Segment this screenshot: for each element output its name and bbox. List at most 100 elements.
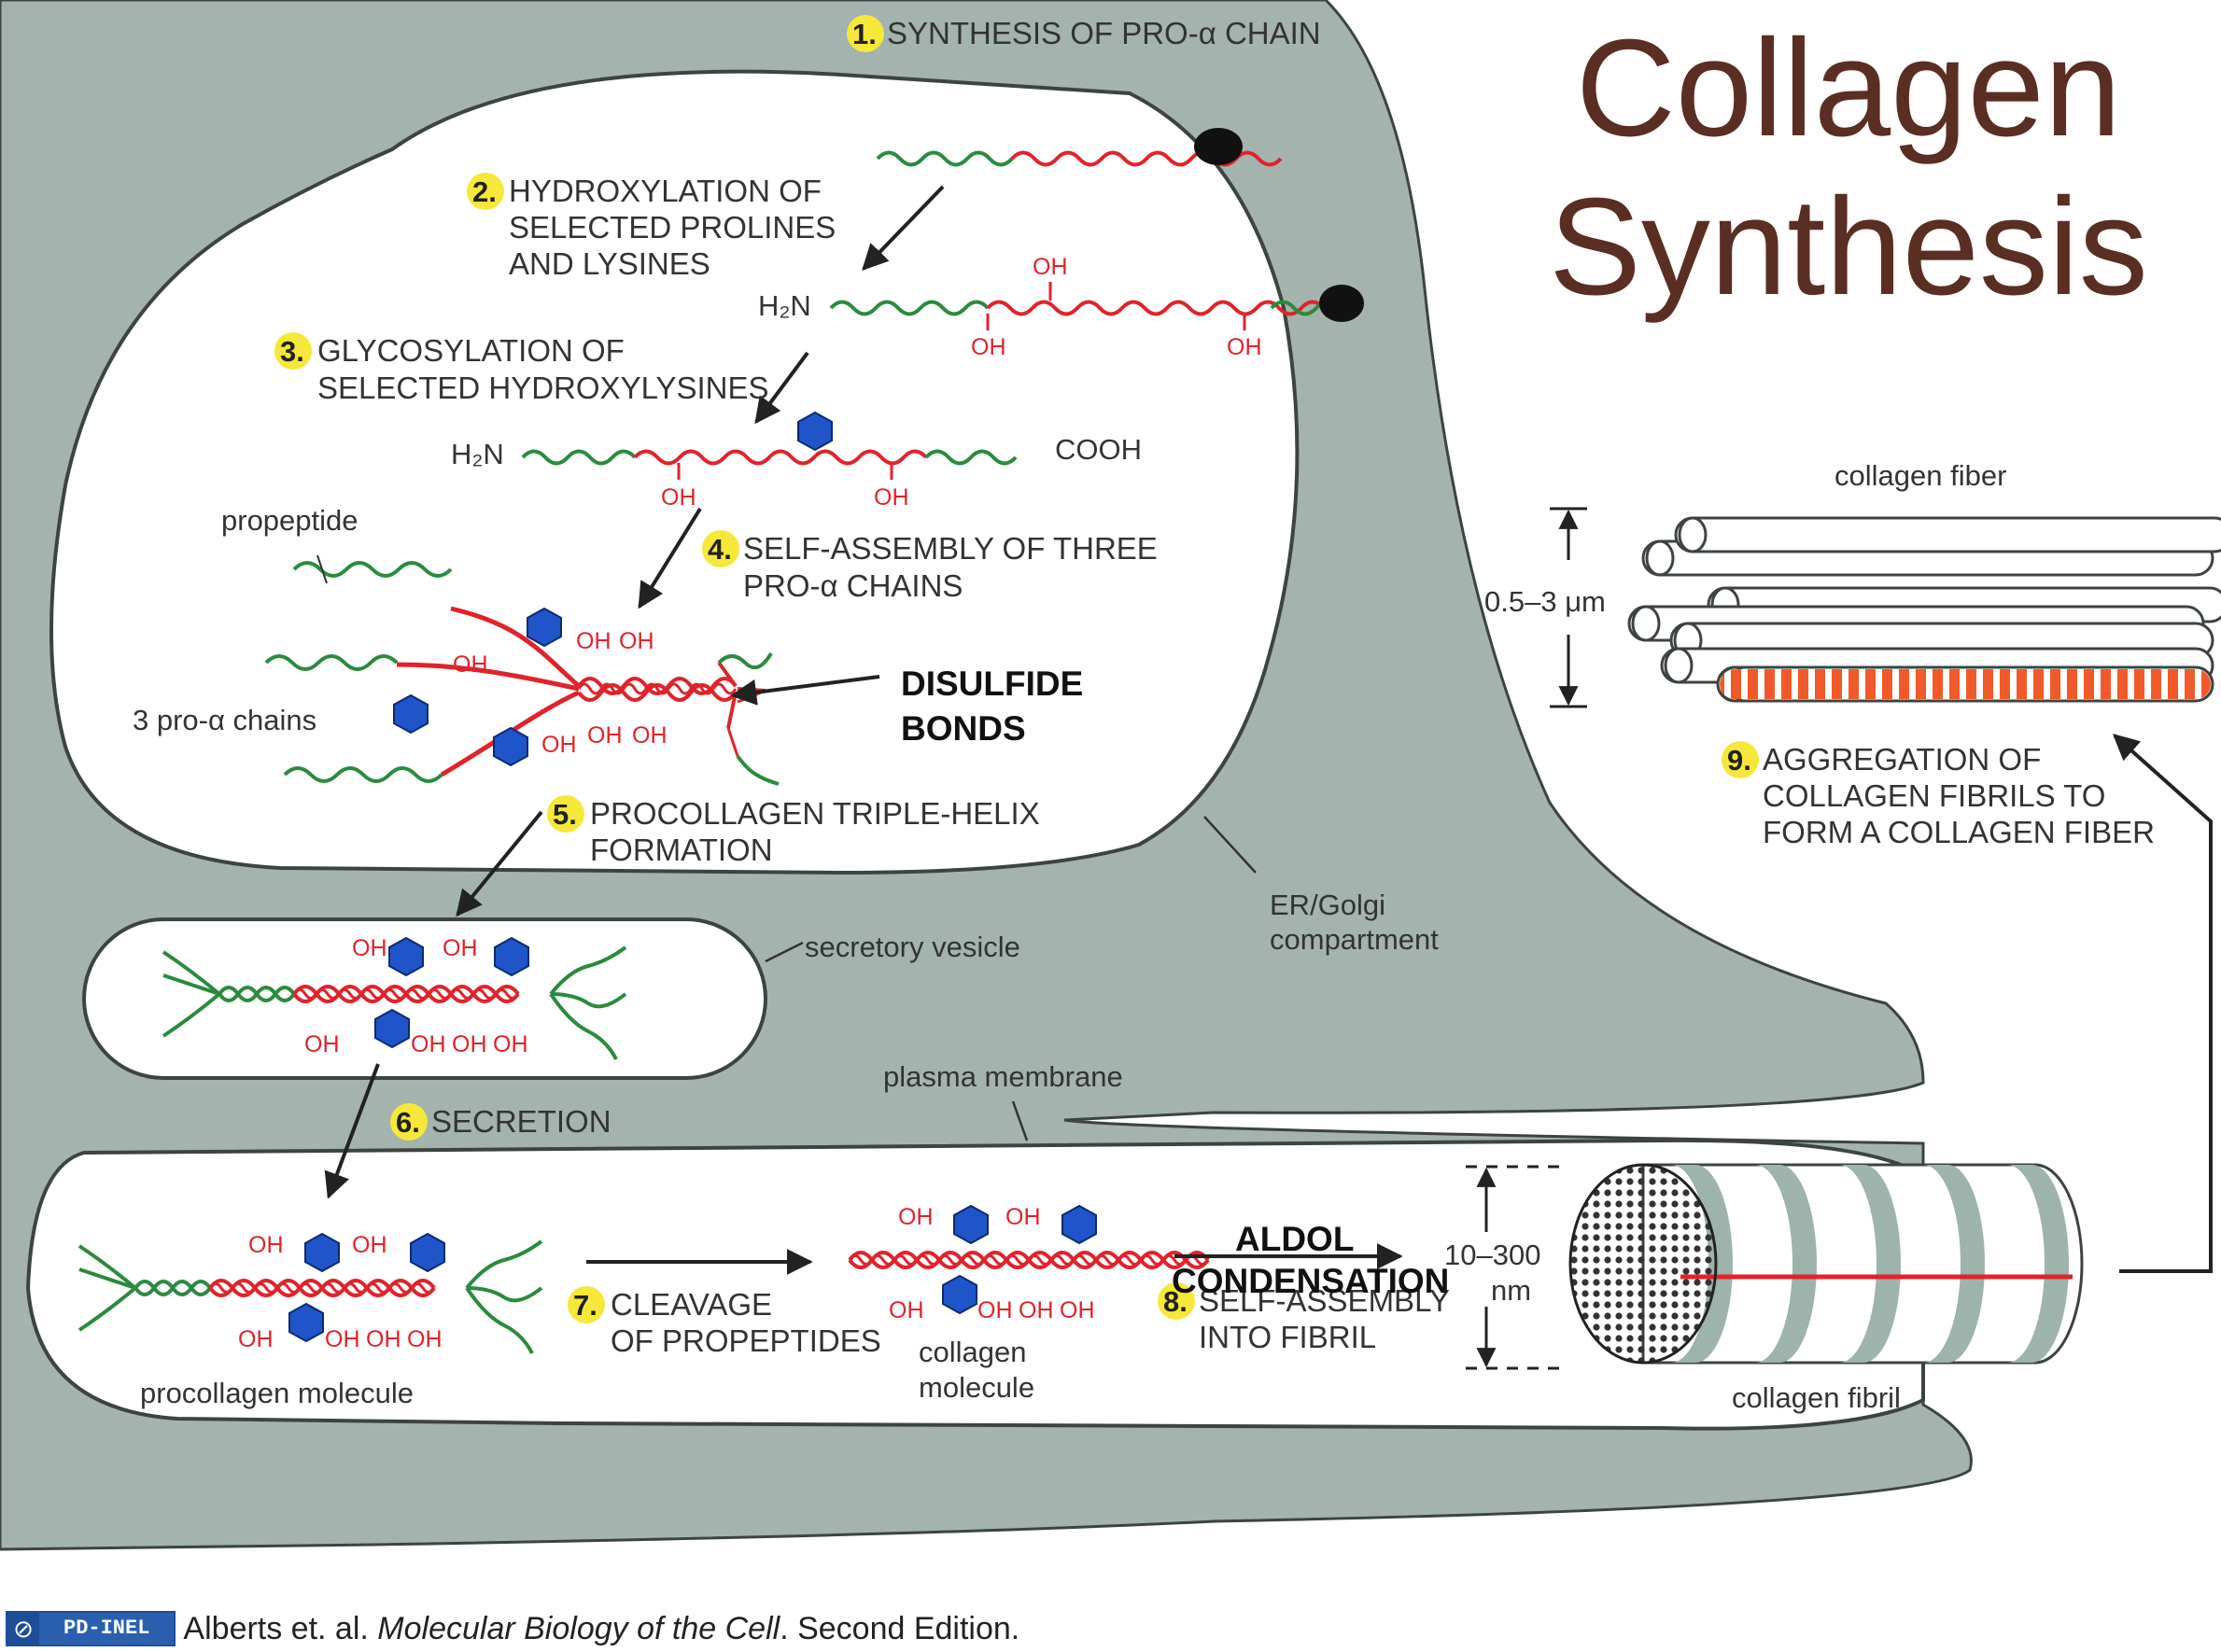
source-credit: ⊘ PD-INEL Alberts et. al. Molecular Biol…	[6, 1609, 1019, 1648]
public-domain-icon: ⊘	[7, 1613, 39, 1645]
step-text: COLLAGEN FIBRILS TO	[1763, 778, 2105, 813]
hydroxyl-label: OH	[493, 1031, 528, 1057]
disulfide-bonds-annotation: DISULFIDE	[901, 665, 1083, 703]
pro-alpha-strand	[440, 690, 581, 777]
pro-alpha-chain-propeptide-n	[876, 150, 1014, 167]
pro-alpha-strand	[396, 662, 580, 692]
collagen-molecule-label: collagen	[919, 1336, 1026, 1368]
step-number-badge	[1722, 741, 1759, 778]
step-text: SELF-ASSEMBLY	[1199, 1283, 1450, 1318]
step-text: GLYCOSYLATION OF	[317, 333, 625, 368]
pro-alpha-strand	[450, 606, 581, 688]
ribosome	[1319, 285, 1364, 322]
sugar-hexagon	[493, 726, 528, 767]
step-number-badge	[274, 332, 312, 370]
propeptide-leader	[316, 554, 328, 584]
hydroxyl-label: OH	[452, 1031, 487, 1057]
step-number: 8.	[1163, 1285, 1188, 1318]
step-text: PRO-α CHAINS	[743, 568, 963, 603]
step-text: CLEAVAGE	[611, 1287, 772, 1322]
step-number: 6.	[396, 1106, 420, 1139]
hydroxyl-label: OH	[453, 651, 488, 678]
page-bottom-strip	[0, 1559, 2221, 1652]
step-text: AGGREGATION OF	[1763, 742, 2041, 777]
disulfide-bonds-annotation: BONDS	[901, 709, 1026, 748]
aldol-condensation-annotation: ALDOL	[1235, 1220, 1354, 1258]
hydroxyl-label: OH	[889, 1297, 924, 1323]
hydroxyl-label: OH	[366, 1326, 401, 1352]
step-number: 9.	[1727, 744, 1751, 777]
er-golgi-label: compartment	[1270, 923, 1439, 956]
sugar-hexagon	[1061, 1204, 1097, 1245]
hydroxyl-label: OH	[1005, 1204, 1041, 1230]
license-badge[interactable]: ⊘ PD-INEL	[6, 1611, 176, 1646]
pro-alpha-chains-label: 3 pro-α chains	[133, 704, 316, 736]
propeptide-label: propeptide	[221, 504, 358, 537]
step-text: HYDROXYLATION OF	[509, 174, 822, 208]
step-text: SELECTED HYDROXYLYSINES	[317, 371, 769, 405]
title-line: Synthesis	[1549, 170, 2148, 324]
collagen-fiber	[1627, 516, 2221, 703]
step-6: 6. SECRETION	[390, 1103, 611, 1141]
hydroxyl-label: OH	[587, 722, 623, 749]
hydroxyl-label: OH	[407, 1326, 443, 1352]
arrow-step-1-2	[862, 185, 945, 272]
step-text: INTO FIBRIL	[1199, 1320, 1376, 1354]
hydroxyl-label: OH	[1019, 1297, 1054, 1323]
step-number-badge	[702, 530, 739, 567]
arrow-step-5	[456, 810, 543, 917]
step-text: FORM A COLLAGEN FIBER	[1763, 815, 2155, 849]
sugar-hexagon	[410, 1232, 445, 1273]
amino-terminus-label: H₂N	[451, 438, 504, 470]
hydroxyl-label: OH	[304, 1031, 340, 1057]
fibril-scale-bar	[1466, 1165, 1568, 1370]
procollagen-propeptide-c	[549, 945, 627, 1060]
step-number: 2.	[472, 175, 497, 208]
hydroxyl-label: OH	[541, 732, 577, 758]
pro-alpha-chain-helix	[633, 449, 928, 466]
pro-alpha-chain-helix	[986, 300, 1348, 316]
sugar-hexagon	[527, 607, 562, 648]
step-text: OF PROPEPTIDES	[611, 1323, 881, 1358]
credit-edition: . Second Edition.	[780, 1610, 1020, 1646]
license-badge-text: PD-INEL	[39, 1613, 175, 1645]
hydroxyl-label: OH	[1060, 1297, 1095, 1323]
hydroxyl-label: OH	[874, 484, 909, 511]
step-text: SYNTHESIS OF PRO-α CHAIN	[887, 16, 1321, 50]
sugar-hexagon	[304, 1232, 340, 1273]
hydroxyl-label: OH	[352, 1232, 387, 1258]
page-title: Collagen Synthesis	[1494, 9, 2203, 327]
sugar-hexagon	[942, 1274, 977, 1315]
triple-helix-core	[577, 682, 738, 695]
carboxyl-terminus-label: COOH	[1055, 433, 1142, 466]
arrow-step-9	[2112, 734, 2213, 1273]
procollagen-molecule-label: procollagen molecule	[140, 1377, 414, 1409]
collagen-fiber-label: collagen fiber	[1834, 459, 2006, 492]
step-2: 2. HYDROXYLATION OF SELECTED PROLINES AN…	[467, 173, 836, 281]
step-text: AND LYSINES	[509, 246, 710, 281]
plasma-membrane-label: plasma membrane	[883, 1060, 1123, 1093]
fibril-size-label: 10–300	[1444, 1239, 1540, 1271]
hydroxyl-label: OH	[325, 1326, 360, 1352]
step-number-badge	[390, 1103, 428, 1141]
fiber-size-label: 0.5–3 μm	[1484, 585, 1606, 618]
step-number-badge	[1158, 1282, 1195, 1320]
hydroxyl-label: OH	[1033, 254, 1068, 280]
step-number: 1.	[852, 18, 877, 50]
step-number-badge	[547, 795, 584, 833]
hydroxyl-label: OH	[248, 1232, 284, 1258]
step-number: 4.	[708, 533, 732, 566]
leader-lines	[765, 816, 1257, 1141]
procollagen-propeptide-n	[134, 1280, 212, 1296]
step-text: SECRETION	[431, 1104, 611, 1139]
pro-alpha-chain-propeptide-n	[829, 300, 990, 316]
procollagen-propeptide-c	[465, 1239, 543, 1354]
step-1: 1. SYNTHESIS OF PRO-α CHAIN	[847, 15, 1321, 52]
hydroxyl-label: OH	[352, 935, 387, 961]
procollagen-propeptide-n	[218, 986, 296, 1002]
hydroxyl-label: OH	[1227, 334, 1262, 360]
sugar-hexagon	[393, 693, 429, 735]
amino-terminus-label: H₂N	[758, 289, 811, 322]
propeptide-strand	[736, 754, 780, 786]
